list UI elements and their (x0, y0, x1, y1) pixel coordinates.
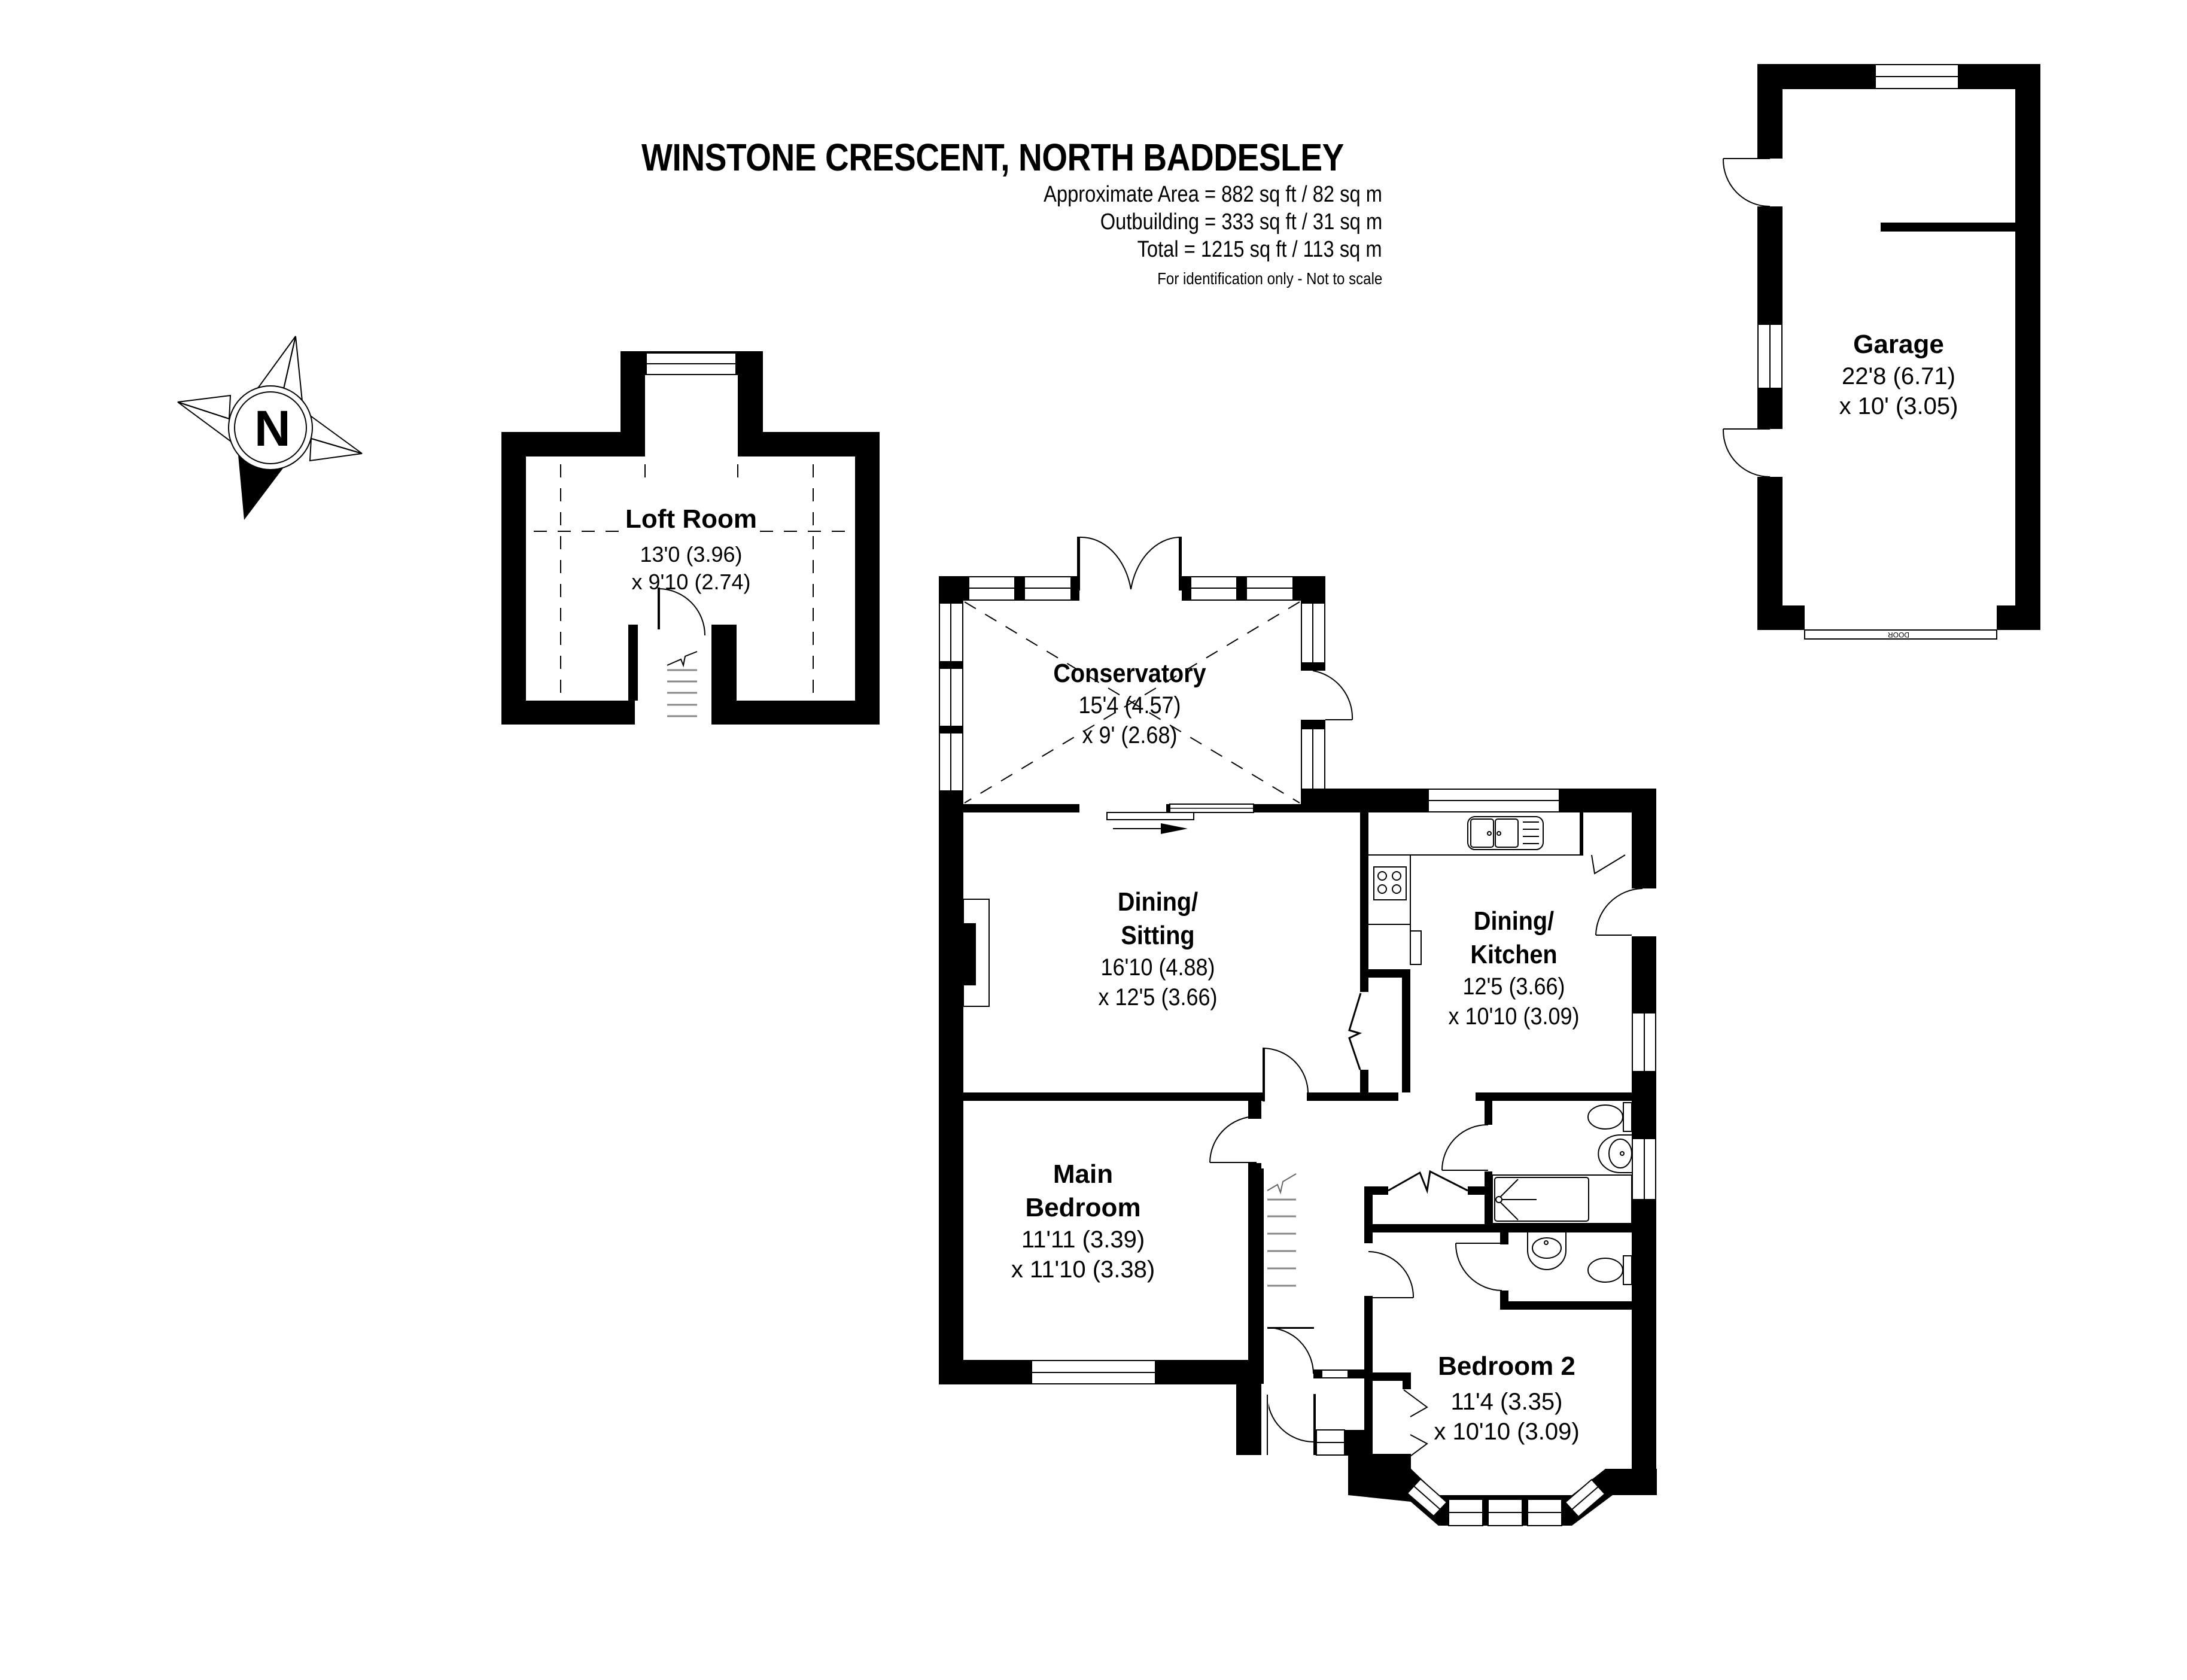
room-dimension: x 10'10 (3.09) (1448, 1003, 1580, 1030)
north-arrow-compass-icon (177, 336, 363, 520)
room-name: Garage (1853, 330, 1944, 359)
total-area: Total = 1215 sq ft / 113 sq m (1137, 237, 1382, 262)
room-name-line1: Dining/ (1473, 906, 1555, 936)
loft-room-walls (501, 351, 880, 726)
room-dimension: 22'8 (6.71) (1842, 363, 1955, 389)
room-dimension: x 9' (2.68) (1082, 722, 1178, 748)
room-label-bedroom-2: Bedroom 2 11'4 (3.35) x 10'10 (3.09) (1434, 1350, 1579, 1447)
room-label-dining-sitting: Dining/ Sitting 16'10 (4.88) x 12'5 (3.6… (1091, 885, 1224, 1012)
room-name-line2: Sitting (1121, 921, 1195, 950)
room-label-dining-kitchen: Dining/ Kitchen 12'5 (3.66) x 10'10 (3.0… (1441, 905, 1586, 1031)
garage-door-label: DOOR (1888, 631, 1909, 639)
bathroom-fixtures (1492, 1102, 1632, 1285)
room-name: Bedroom 2 (1438, 1352, 1575, 1381)
scale-disclaimer: For identification only - Not to scale (1157, 269, 1382, 288)
room-dimension: x 11'10 (3.38) (1011, 1256, 1155, 1283)
room-dimension: 11'11 (3.39) (1021, 1226, 1145, 1253)
house-walls (939, 789, 1657, 1526)
room-dimension: x 10' (3.05) (1839, 393, 1958, 419)
conservatory-walls (939, 536, 1353, 1384)
compass-north-label: N (254, 400, 291, 456)
kitchen-fixtures (963, 812, 1626, 1007)
room-name-line2: Bedroom (1025, 1193, 1141, 1222)
approximate-area: Approximate Area = 882 sq ft / 82 sq m (1044, 182, 1382, 207)
room-label-conservatory: Conservatory 15'4 (4.57) x 9' (2.68) (1045, 657, 1215, 750)
room-dimension: 11'4 (3.35) (1450, 1389, 1563, 1415)
room-dimension: 15'4 (4.57) (1078, 692, 1181, 719)
room-name-line1: Main (1053, 1159, 1114, 1189)
room-dimension: 12'5 (3.66) (1462, 973, 1565, 1000)
room-label-garage: Garage 22'8 (6.71) x 10' (3.05) (1839, 328, 1958, 421)
outbuilding-area: Outbuilding = 333 sq ft / 31 sq m (1100, 209, 1382, 235)
room-dimension: x 12'5 (3.66) (1098, 984, 1218, 1011)
room-name: Loft Room (625, 504, 757, 534)
plan-title: WINSTONE CRESCENT, NORTH BADDESLEY (641, 136, 1344, 179)
room-name-line2: Kitchen (1470, 940, 1558, 969)
room-dimension: 13'0 (3.96) (640, 542, 743, 567)
room-label-main-bedroom: Main Bedroom 11'11 (3.39) x 11'10 (3.38) (1011, 1158, 1155, 1285)
room-label-loft: Loft Room 13'0 (3.96) x 9'10 (2.74) (625, 503, 757, 596)
room-dimension: 16'10 (4.88) (1100, 954, 1215, 981)
garage-walls (1722, 64, 2040, 640)
room-dimension: x 10'10 (3.09) (1434, 1419, 1580, 1445)
room-name: Conservatory (1053, 659, 1206, 688)
room-dimension: x 9'10 (2.74) (631, 570, 751, 594)
room-name-line1: Dining/ (1117, 887, 1199, 917)
